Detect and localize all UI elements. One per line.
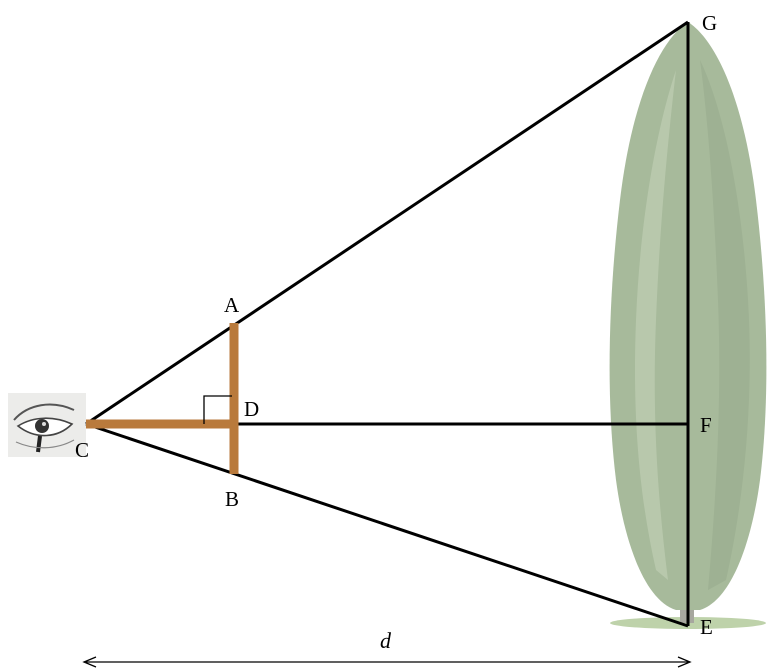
distance-label: d <box>380 628 392 653</box>
label-point-e: E <box>700 615 713 639</box>
label-point-f: F <box>700 413 712 437</box>
line-cg <box>85 20 689 426</box>
right-angle-marker <box>203 395 232 424</box>
label-point-a: A <box>224 293 240 317</box>
label-point-g: G <box>702 11 717 35</box>
tree-foliage-light <box>634 70 676 580</box>
line-ce <box>85 422 689 628</box>
eye-icon <box>8 393 86 457</box>
label-point-d: D <box>244 397 259 421</box>
tree-foliage-shade <box>700 60 750 590</box>
label-point-b: B <box>225 487 239 511</box>
label-point-c: C <box>75 438 89 462</box>
distance-arrow <box>82 656 692 668</box>
